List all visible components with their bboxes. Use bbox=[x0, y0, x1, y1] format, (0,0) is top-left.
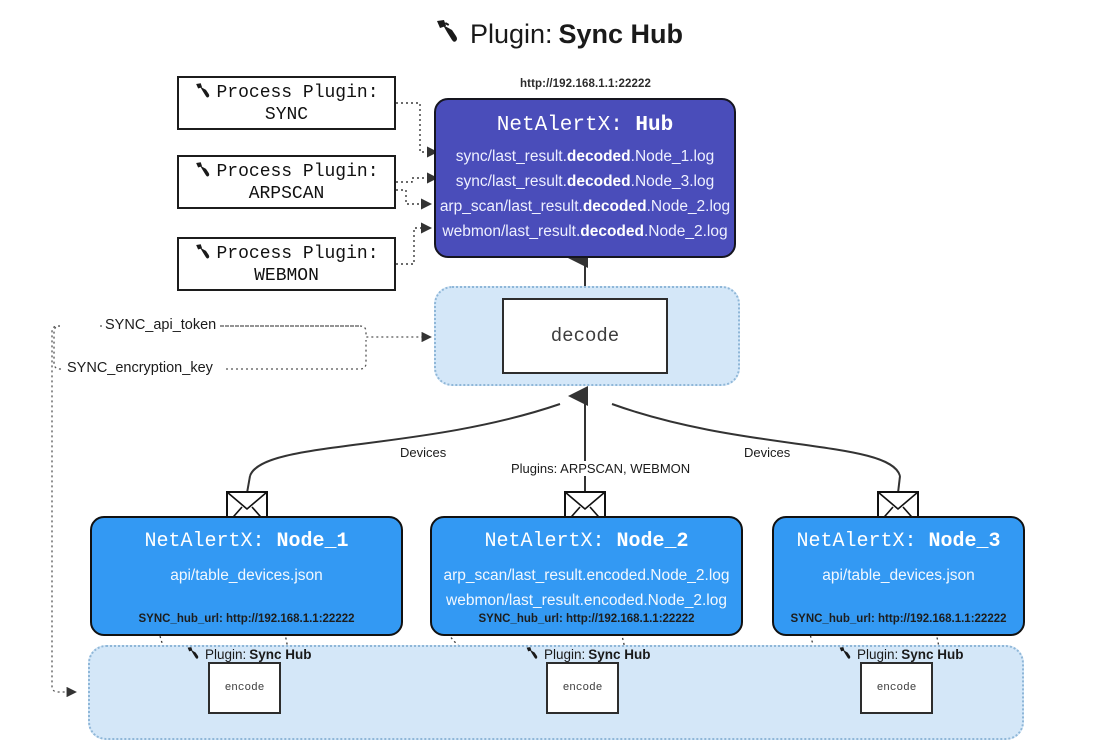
node-hub-url: SYNC_hub_url: http://192.168.1.1:22222 bbox=[790, 613, 1007, 625]
node-line: webmon/last_result.encoded.Node_2.log bbox=[446, 592, 727, 609]
plug-icon bbox=[194, 243, 214, 266]
process-plugin-caption: Process Plugin: bbox=[216, 162, 379, 182]
node-line: api/table_devices.json bbox=[822, 567, 975, 584]
process-plugin-caption: Process Plugin: bbox=[216, 244, 379, 264]
edge-label-devices-right: Devices bbox=[740, 445, 795, 460]
process-plugin-box-sync[interactable]: Process Plugin: SYNC bbox=[177, 76, 396, 130]
node-box-node-2[interactable]: NetAlertX: Node_2 arp_scan/last_result.e… bbox=[430, 516, 743, 636]
sync-api-token-label: SYNC_api_token bbox=[102, 317, 220, 333]
process-plugin-name: WEBMON bbox=[254, 265, 319, 286]
hub-box[interactable]: NetAlertX: Hub sync/last_result.decoded.… bbox=[434, 98, 736, 258]
process-plugin-name: SYNC bbox=[264, 104, 309, 125]
plug-icon bbox=[194, 82, 214, 105]
plugin-label-sync-hub: Plugin: Sync Hub bbox=[186, 646, 312, 663]
edge-label-devices-left: Devices bbox=[396, 445, 451, 460]
decode-box[interactable]: decode bbox=[502, 298, 668, 374]
hub-log-line: sync/last_result.decoded.Node_1.log bbox=[455, 148, 715, 165]
hub-log-line: sync/last_result.decoded.Node_3.log bbox=[455, 173, 715, 190]
plug-icon bbox=[525, 646, 541, 663]
page-title-name: Sync Hub bbox=[558, 19, 684, 49]
sync-encryption-key-label: SYNC_encryption_key bbox=[64, 360, 216, 376]
plug-icon bbox=[434, 18, 464, 51]
plugin-label-sync-hub: Plugin: Sync Hub bbox=[525, 646, 651, 663]
node-line: arp_scan/last_result.encoded.Node_2.log bbox=[443, 567, 730, 584]
page-title-prefix: Plugin: bbox=[469, 19, 553, 49]
plug-icon bbox=[186, 646, 202, 663]
hub-title: NetAlertX: Hub bbox=[496, 114, 674, 137]
node-title: NetAlertX: Node_3 bbox=[796, 530, 1001, 553]
hub-log-line: arp_scan/last_result.decoded.Node_2.log bbox=[439, 198, 731, 215]
node-line: api/table_devices.json bbox=[170, 567, 323, 584]
encode-box-node-3[interactable]: encode bbox=[860, 662, 933, 714]
process-plugin-box-webmon[interactable]: Process Plugin: WEBMON bbox=[177, 237, 396, 291]
plug-icon bbox=[194, 161, 214, 184]
encode-box-node-1[interactable]: encode bbox=[208, 662, 281, 714]
hub-url-label: http://192.168.1.1:22222 bbox=[520, 78, 651, 90]
node-hub-url: SYNC_hub_url: http://192.168.1.1:22222 bbox=[478, 613, 695, 625]
process-plugin-box-arpscan[interactable]: Process Plugin: ARPSCAN bbox=[177, 155, 396, 209]
node-title: NetAlertX: Node_2 bbox=[484, 530, 689, 553]
plug-icon bbox=[838, 646, 854, 663]
node-box-node-1[interactable]: NetAlertX: Node_1 api/table_devices.json… bbox=[90, 516, 403, 636]
page-title: Plugin: Sync Hub bbox=[0, 18, 1117, 51]
encode-box-node-2[interactable]: encode bbox=[546, 662, 619, 714]
plugin-label-sync-hub: Plugin: Sync Hub bbox=[838, 646, 964, 663]
edge-label-plugins: Plugins: ARPSCAN, WEBMON bbox=[507, 461, 695, 476]
hub-log-line: webmon/last_result.decoded.Node_2.log bbox=[442, 223, 728, 240]
node-box-node-3[interactable]: NetAlertX: Node_3 api/table_devices.json… bbox=[772, 516, 1025, 636]
node-hub-url: SYNC_hub_url: http://192.168.1.1:22222 bbox=[138, 613, 355, 625]
process-plugin-caption: Process Plugin: bbox=[216, 83, 379, 103]
process-plugin-name: ARPSCAN bbox=[248, 183, 325, 204]
node-title: NetAlertX: Node_1 bbox=[144, 530, 349, 553]
